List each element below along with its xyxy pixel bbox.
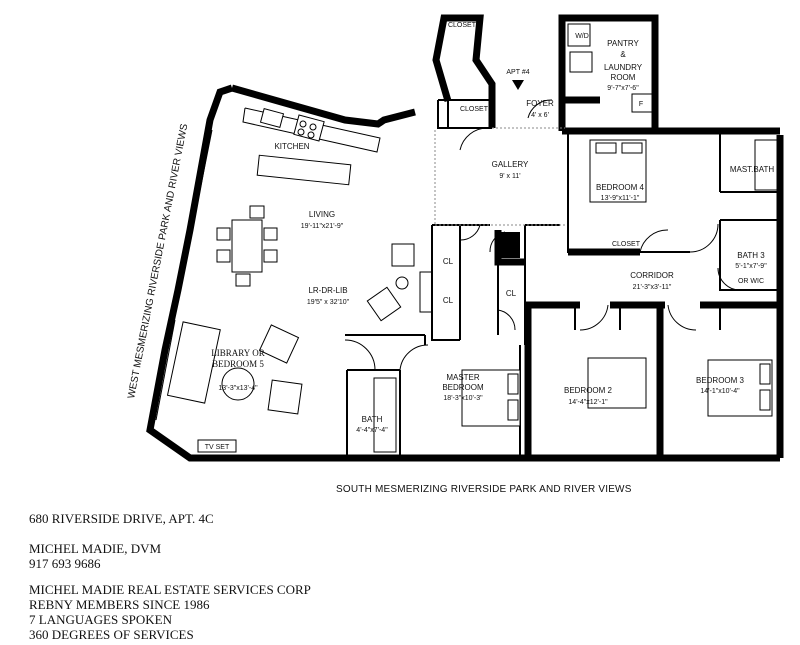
closet-corridor-label: CLOSET: [612, 241, 641, 248]
cl-label-1: CL: [443, 257, 454, 266]
south-view-caption: SOUTH MESMERIZING RIVERSIDE PARK AND RIV…: [336, 484, 632, 495]
cl-label-3: CL: [506, 289, 517, 298]
cl-label-2: CL: [443, 296, 454, 305]
kitchen-label: KITCHEN: [274, 142, 309, 151]
apt-marker-label: APT #4: [506, 69, 529, 76]
pantry-dims: 9'-7"x7'-6": [607, 85, 639, 92]
corridor-label: CORRIDOR: [630, 271, 674, 280]
library-label-2: BEDROOM 5: [212, 359, 264, 369]
agent-name: MICHEL MADIE, DVM: [29, 541, 162, 556]
foyer-label: FOYER: [526, 99, 554, 108]
closet-entry-label: CLOSET: [460, 106, 489, 113]
bath-label: BATH: [362, 415, 383, 424]
gallery-label: GALLERY: [492, 160, 529, 169]
bath-dims: 4'-4"x7'-4": [356, 427, 388, 434]
company-line-2: REBNY MEMBERS SINCE 1986: [29, 597, 210, 612]
company-line-4: 360 DEGREES OF SERVICES: [29, 627, 194, 642]
foyer-dims: 4' x 6': [531, 112, 549, 119]
furniture: [166, 23, 778, 453]
bedroom3-dims: 14'-1"x10'-4": [700, 388, 740, 395]
library-label-1: LIBRARY OR: [211, 348, 264, 358]
lr-dr-lib-dims: 19'5" x 32'10": [307, 299, 350, 306]
bedroom4-dims: 13'-9"x11'-1": [601, 195, 640, 202]
bath3-wic: OR WIC: [738, 278, 764, 285]
company-line-1: MICHEL MADIE REAL ESTATE SERVICES CORP: [29, 582, 311, 597]
master-bedroom-dims: 18'-3"x10'-3": [443, 395, 483, 402]
pantry-label-1: PANTRY: [607, 39, 639, 48]
exterior-walls: [146, 14, 784, 462]
company-line-3: 7 LANGUAGES SPOKEN: [29, 612, 173, 627]
bedroom4-label: BEDROOM 4: [596, 183, 645, 192]
bedroom2-label: BEDROOM 2: [564, 386, 613, 395]
f-label: F: [639, 101, 643, 108]
living-dims: 19'-11"x21'-9": [301, 223, 344, 230]
agent-phone: 917 693 9686: [29, 556, 101, 571]
pantry-label-3: LAUNDRY: [604, 63, 643, 72]
lr-dr-lib-label: LR-DR-LIB: [308, 286, 347, 295]
bedroom3-label: BEDROOM 3: [696, 376, 745, 385]
master-bedroom-label-1: MASTER: [446, 373, 480, 382]
bedroom2-dims: 14'-4"x12'-1": [568, 399, 608, 406]
closet-top-label: CLOSET: [448, 22, 477, 29]
gallery-dims: 9' x 11': [499, 173, 520, 180]
living-label: LIVING: [309, 210, 335, 219]
address: 680 RIVERSIDE DRIVE, APT. 4C: [29, 511, 214, 526]
tv-set-label: TV SET: [205, 444, 230, 451]
library-dims: 13'-3"x13'-4": [218, 385, 258, 392]
bath3-dims: 5'-1"x7'-9": [735, 263, 767, 270]
master-bedroom-label-2: BEDROOM: [442, 383, 484, 392]
mast-bath-label: MAST.BATH: [730, 165, 775, 174]
wd-label: W/D: [575, 33, 589, 40]
floor-plan: CLOSET APT #4 CLOSET W/D PANTRY & LAUNDR…: [126, 14, 784, 462]
corridor-dims: 21'-3"x3'-11": [633, 284, 672, 291]
bath3-label: BATH 3: [737, 251, 765, 260]
pantry-label-4: ROOM: [611, 73, 636, 82]
pantry-label-2: &: [620, 50, 626, 59]
